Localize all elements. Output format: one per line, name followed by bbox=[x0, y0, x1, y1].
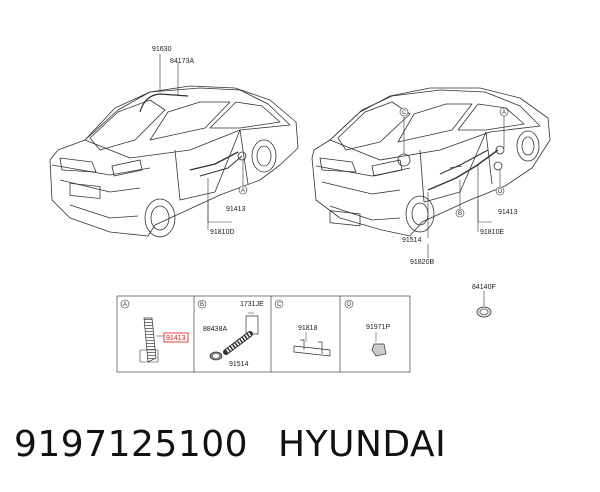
manufacturer-name: HYUNDAI bbox=[278, 424, 447, 465]
marker-c: C bbox=[402, 110, 407, 116]
detail-panel-b: B 1731JE 88438A 91514 bbox=[197, 299, 264, 368]
panel-b-part-1: 1731JE bbox=[240, 301, 264, 308]
marker-b: B bbox=[458, 211, 462, 217]
label-door-harness-right: 91810E bbox=[480, 229, 504, 236]
panel-d-part: 91971P bbox=[366, 324, 390, 331]
panel-b-part-2: 88438A bbox=[203, 326, 227, 333]
detail-panel-d: D 91971P bbox=[344, 299, 390, 357]
panel-b-part-3: 91514 bbox=[229, 361, 249, 368]
right-car-markers: C A B D bbox=[399, 107, 509, 218]
right-car-illustration bbox=[311, 87, 551, 237]
part-caption: 9197125100 HYUNDAI bbox=[14, 424, 446, 465]
right-car-callouts bbox=[403, 116, 505, 258]
panel-letter-c: C bbox=[277, 302, 282, 308]
label-grommet-right: 91413 bbox=[498, 209, 518, 216]
panel-c-part: 91818 bbox=[298, 325, 318, 332]
detail-panels: A 91413 B 1731JE 88438A 91514 C bbox=[116, 295, 411, 373]
label-harness-top: 91630 bbox=[152, 46, 172, 53]
left-car-marker: A bbox=[238, 185, 248, 195]
highlight-box bbox=[163, 332, 189, 343]
marker-letter: A bbox=[241, 188, 245, 194]
panel-a-part: 91413 bbox=[166, 335, 186, 342]
left-car-illustration bbox=[49, 85, 299, 238]
label-clip-top: 84173A bbox=[170, 58, 194, 65]
label-plug: 84140F bbox=[472, 284, 496, 291]
label-door-harness-left: 91810D bbox=[210, 229, 235, 236]
left-car-callouts bbox=[159, 54, 244, 230]
detail-panel-c: C 91818 bbox=[274, 299, 331, 357]
label-floor-harness: 91820B bbox=[410, 259, 434, 266]
marker-d: D bbox=[498, 189, 503, 195]
panel-letter-a: A bbox=[123, 302, 127, 308]
panel-letter-b: B bbox=[200, 302, 204, 308]
label-front-harness: 91514 bbox=[402, 237, 422, 244]
label-grommet-left: 91413 bbox=[226, 206, 246, 213]
panel-letter-d: D bbox=[347, 302, 352, 308]
marker-a: A bbox=[502, 110, 506, 116]
part-number: 9197125100 bbox=[14, 424, 249, 465]
plug-part bbox=[476, 291, 492, 318]
detail-panel-a: A 91413 bbox=[120, 299, 189, 363]
